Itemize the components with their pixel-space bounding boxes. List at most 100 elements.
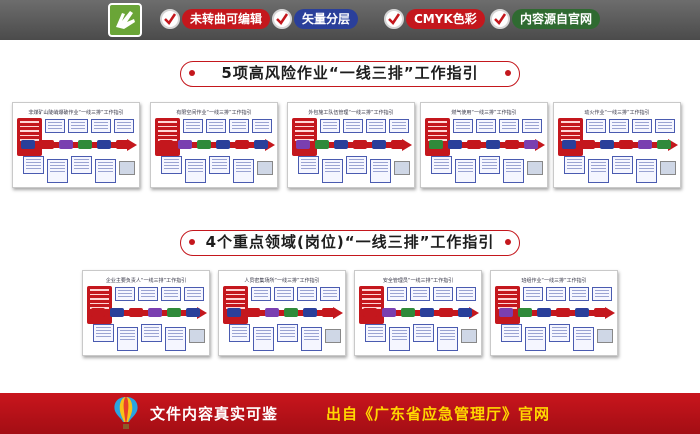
poster-flow-node	[334, 140, 348, 149]
poster-detail-box	[322, 159, 343, 183]
poster-detail-box	[636, 159, 657, 183]
poster-step-box	[453, 119, 473, 133]
section2-title: 4个重点领域(岗位)“一线三排”工作指引	[180, 230, 520, 256]
poster-step-box	[569, 287, 589, 301]
brand-logo-icon	[108, 3, 142, 37]
poster-sidebar	[155, 118, 180, 156]
poster-detail-box	[455, 159, 476, 183]
poster-step-box	[586, 119, 606, 133]
poster-flow-node	[303, 308, 317, 317]
poster-step-box	[251, 287, 271, 301]
poster-detail-box	[185, 159, 206, 183]
section1-title: 5项高风险作业“一线三排”工作指引	[180, 61, 520, 87]
poster-flow-node	[178, 140, 192, 149]
poster-step-box	[632, 119, 652, 133]
poster-flow-node	[600, 140, 614, 149]
poster-illustration	[660, 161, 676, 175]
badge-label: 内容源自官网	[512, 9, 601, 29]
poster-flow-node	[518, 308, 532, 317]
poster-flow-node	[505, 140, 519, 149]
poster-flow-node	[265, 308, 279, 317]
poster-flow-node	[575, 308, 589, 317]
poster-detail-box	[71, 156, 92, 174]
poster-step-box	[183, 119, 203, 133]
poster-flow-node	[254, 140, 268, 149]
poster-detail-box	[165, 327, 186, 351]
poster-flow-node	[499, 308, 513, 317]
poster-step-box	[138, 287, 158, 301]
poster-step-box	[499, 119, 519, 133]
poster-flow-node	[97, 140, 111, 149]
poster-step-box	[523, 287, 543, 301]
check-icon	[384, 9, 404, 29]
poster-step-box	[229, 119, 249, 133]
poster-detail-box	[301, 327, 322, 351]
poster-detail-box	[277, 324, 298, 342]
poster-flow-node	[391, 140, 405, 149]
poster-detail-box	[389, 327, 410, 351]
poster-s1-4[interactable]: 动火作业“一线三排”工作指引	[553, 102, 681, 188]
poster-flow-node	[372, 140, 386, 149]
badge-vector-layered: 矢量分层	[272, 8, 359, 30]
poster-detail-box	[298, 156, 319, 174]
poster-s1-0[interactable]: 非煤矿山陡峭爆破作业“一线三排”工作指引	[12, 102, 140, 188]
poster-sidebar	[292, 118, 317, 156]
poster-title: 安全管理员“一线三排”工作指引	[382, 278, 454, 284]
poster-title: 非煤矿山陡峭爆破作业“一线三排”工作指引	[28, 110, 124, 116]
poster-title: 班组作业“一线三排”工作指引	[521, 278, 587, 284]
poster-step-box	[410, 287, 430, 301]
poster-detail-box	[117, 327, 138, 351]
poster-detail-box	[503, 159, 524, 183]
poster-step-box	[320, 287, 340, 301]
poster-flow-node	[21, 140, 35, 149]
poster-illustration	[119, 161, 135, 175]
poster-flow-node	[129, 308, 143, 317]
poster-flow-node	[401, 308, 415, 317]
poster-title: 企业主要负责人“一线三排”工作指引	[105, 278, 187, 284]
poster-title: 有限空间作业“一线三排”工作指引	[176, 110, 252, 116]
poster-s1-3[interactable]: 燃气使用“一线三排”工作指引	[420, 102, 548, 188]
poster-illustration	[189, 329, 205, 343]
poster-step-box	[184, 287, 204, 301]
poster-detail-box	[233, 159, 254, 183]
poster-step-box	[433, 287, 453, 301]
poster-flow-node	[216, 140, 230, 149]
poster-step-box	[389, 119, 409, 133]
poster-step-box	[297, 287, 317, 301]
badge-editable: 未转曲可编辑	[160, 8, 271, 30]
poster-step-box	[320, 119, 340, 133]
poster-detail-box	[479, 156, 500, 174]
poster-sidebar	[425, 118, 450, 156]
poster-flow-node	[363, 308, 377, 317]
poster-flow-node	[638, 140, 652, 149]
poster-sidebar	[17, 118, 42, 156]
badge-cmyk: CMYK色彩	[384, 8, 485, 30]
poster-detail-box	[413, 324, 434, 342]
poster-step-box	[456, 287, 476, 301]
footer-authentic-text: 文件内容真实可鉴	[150, 405, 279, 423]
poster-step-box	[609, 119, 629, 133]
check-icon	[160, 9, 180, 29]
poster-s2-3[interactable]: 班组作业“一线三排”工作指引	[490, 270, 618, 356]
poster-detail-box	[229, 324, 250, 342]
poster-s1-2[interactable]: 外包施工队伍管理“一线三排”工作指引	[287, 102, 415, 188]
poster-s2-1[interactable]: 人员密集场所“一线三排”工作指引	[218, 270, 346, 356]
hot-air-balloon-icon	[114, 397, 138, 429]
poster-title: 外包施工队伍管理“一线三排”工作指引	[308, 110, 394, 116]
poster-s1-1[interactable]: 有限空间作业“一线三排”工作指引	[150, 102, 278, 188]
poster-s2-0[interactable]: 企业主要负责人“一线三排”工作指引	[82, 270, 210, 356]
poster-s2-2[interactable]: 安全管理员“一线三排”工作指引	[354, 270, 482, 356]
poster-flow-node	[562, 140, 576, 149]
poster-flow-node	[322, 308, 336, 317]
poster-detail-box	[47, 159, 68, 183]
poster-flow-node	[420, 308, 434, 317]
poster-step-box	[387, 287, 407, 301]
footer-source-text: 出自《广东省应急管理厅》官网	[326, 405, 551, 423]
poster-flow-node	[619, 140, 633, 149]
poster-detail-box	[573, 327, 594, 351]
poster-flow-node	[458, 308, 472, 317]
poster-flow-node	[556, 308, 570, 317]
poster-detail-box	[437, 327, 458, 351]
poster-detail-box	[209, 156, 230, 174]
poster-title: 动火作业“一线三排”工作指引	[584, 110, 650, 116]
